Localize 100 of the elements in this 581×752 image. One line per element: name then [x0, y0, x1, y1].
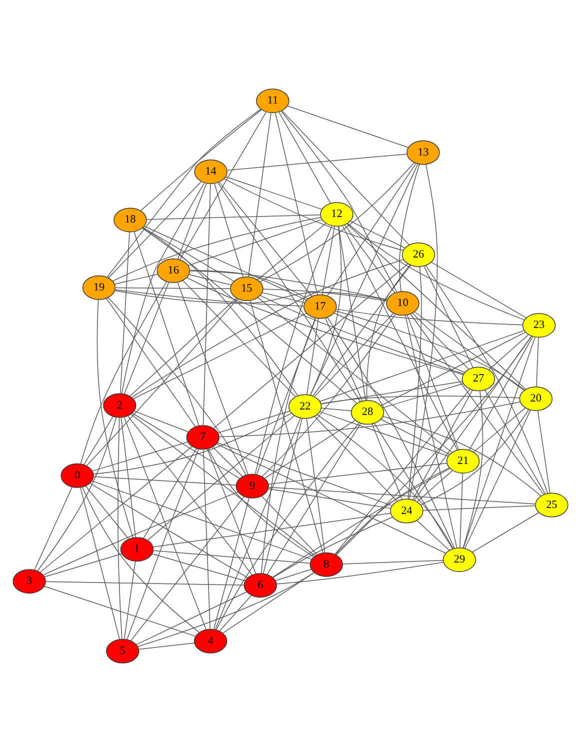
- connector: [134, 231, 200, 426]
- connector: [37, 417, 117, 572]
- connector: [216, 444, 446, 554]
- connector: [306, 418, 326, 554]
- connector: [86, 298, 238, 466]
- connector: [416, 470, 453, 502]
- connector: [248, 112, 272, 278]
- connector: [216, 422, 360, 630]
- connector: [124, 416, 206, 630]
- connector: [177, 183, 207, 260]
- node-ellipse: 25: [535, 492, 568, 518]
- node-ellipse: 19: [82, 275, 116, 300]
- connector: [346, 223, 526, 390]
- connector: [335, 468, 450, 555]
- connector: [120, 232, 130, 394]
- connector: [320, 330, 524, 402]
- connector: [179, 112, 267, 260]
- connector: [146, 214, 321, 220]
- connector: [320, 411, 448, 456]
- connector: [275, 112, 318, 296]
- node-ellipse: 7: [186, 425, 220, 450]
- connector: [268, 488, 391, 509]
- connector: [217, 442, 392, 506]
- node-ellipse: 14: [194, 160, 228, 184]
- node-ellipse: 0: [60, 463, 94, 488]
- connector: [314, 312, 394, 397]
- connector: [484, 390, 546, 494]
- connector: [406, 314, 459, 450]
- connector: [272, 468, 450, 578]
- connector: [124, 282, 170, 394]
- connector: [462, 390, 484, 548]
- connector: [472, 512, 540, 553]
- connector: [382, 416, 542, 496]
- node-ellipse: 13: [406, 140, 440, 165]
- connector: [80, 487, 120, 640]
- connector: [128, 416, 253, 576]
- connector: [131, 414, 316, 556]
- connector: [115, 287, 231, 290]
- connector: [222, 572, 314, 634]
- connector: [213, 498, 250, 630]
- connector: [276, 562, 444, 584]
- node-ellipse: 24: [390, 498, 424, 524]
- connector: [143, 448, 197, 539]
- connector: [44, 554, 122, 578]
- connector: [334, 312, 466, 373]
- node-ellipse: 16: [156, 258, 190, 283]
- connector: [189, 270, 388, 300]
- node-ellipse: 8: [310, 552, 343, 577]
- connector: [405, 315, 458, 548]
- node-ellipse: 5: [106, 638, 140, 664]
- connector: [96, 299, 134, 538]
- connector: [347, 222, 525, 320]
- connector: [310, 163, 418, 396]
- connector: [136, 592, 248, 645]
- connector: [260, 295, 464, 374]
- connector: [130, 298, 237, 396]
- connector: [182, 280, 296, 397]
- connector: [334, 388, 470, 554]
- connector: [92, 480, 312, 560]
- connector: [219, 182, 312, 296]
- connector: [90, 482, 248, 578]
- connector: [422, 505, 536, 511]
- connector: [268, 462, 447, 485]
- connector: [257, 297, 452, 453]
- connector: [488, 334, 529, 370]
- connector: [306, 318, 319, 396]
- connector: [227, 154, 408, 171]
- connector: [260, 162, 415, 282]
- connector: [425, 265, 548, 494]
- connector: [320, 381, 463, 404]
- connector: [380, 419, 450, 455]
- node-ellipse: 23: [522, 313, 556, 338]
- node-ellipse: 22: [288, 394, 322, 419]
- connector: [416, 520, 450, 551]
- connector: [344, 224, 396, 294]
- connector: [287, 106, 409, 148]
- connector: [112, 216, 322, 282]
- connector: [106, 108, 262, 278]
- node-ellipse: 10: [386, 291, 420, 316]
- connector: [214, 418, 301, 630]
- connector: [350, 220, 406, 248]
- connector: [261, 496, 318, 556]
- node-ellipse: 18: [114, 208, 147, 232]
- connector: [280, 111, 398, 292]
- connector: [260, 318, 316, 574]
- connector: [206, 448, 256, 574]
- connector: [380, 332, 526, 406]
- connector: [414, 312, 525, 391]
- connector: [132, 313, 307, 400]
- node-ellipse: 29: [442, 548, 476, 572]
- connector: [152, 553, 246, 582]
- connector: [250, 300, 324, 554]
- connector: [214, 183, 244, 278]
- connector: [316, 414, 454, 549]
- connector: [45, 581, 244, 586]
- connector: [82, 486, 200, 633]
- connector: [148, 415, 295, 540]
- connector: [218, 402, 521, 438]
- connector: [268, 486, 536, 504]
- connector: [399, 164, 420, 292]
